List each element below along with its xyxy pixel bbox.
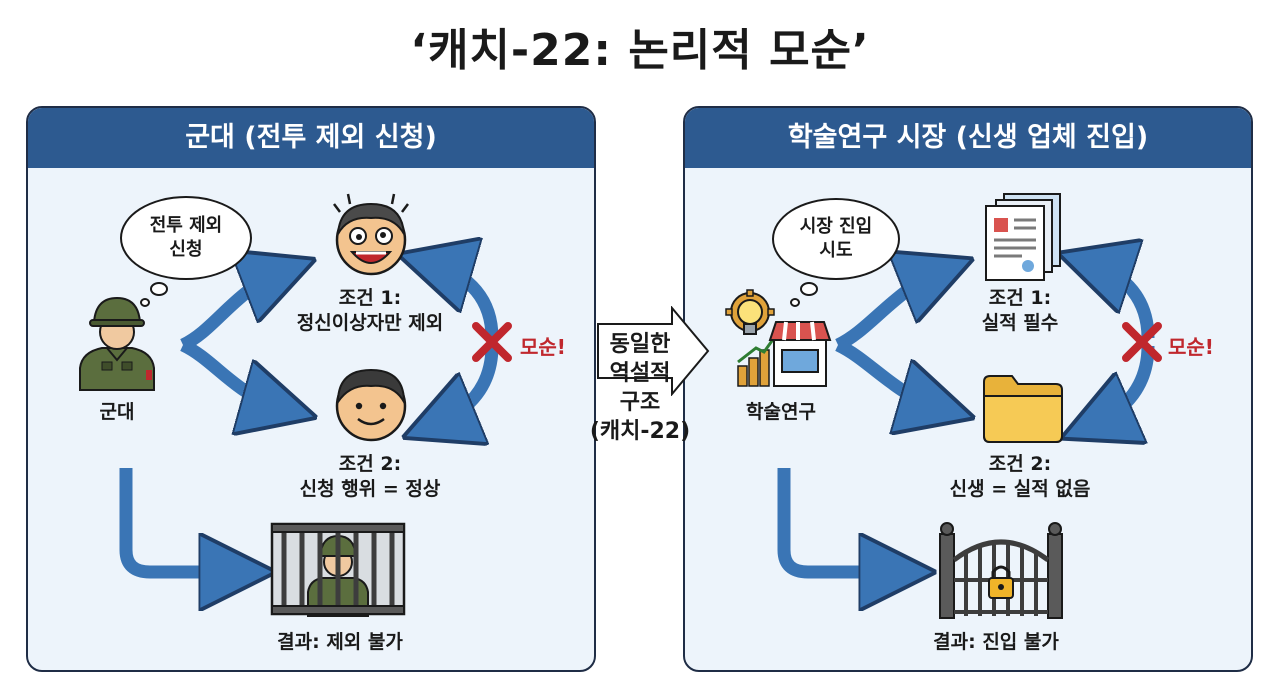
military-condition-1: 조건 1: 정신이상자만 제외 — [296, 287, 444, 334]
loop-arrow-top-left — [432, 264, 499, 339]
research-condition-2: 조건 2: 신생 = 실적 없음 — [949, 453, 1091, 500]
thought-bubble-dot — [800, 282, 818, 296]
military-condition-2: 조건 2: 신청 행위 = 정상 — [299, 453, 441, 500]
result-arrow-left — [119, 468, 240, 572]
research-contradiction-label: 모순! — [1168, 335, 1214, 359]
military-contradiction-label: 모순! — [520, 335, 566, 359]
branch-arrow-up-right — [835, 272, 940, 351]
documents-icon — [985, 193, 1061, 281]
soldier-icon — [79, 296, 155, 391]
page-title: ‘캐치-22: 논리적 모순’ — [410, 25, 870, 76]
locked-gate-icon — [939, 522, 1063, 619]
research-condition-1: 조건 1: 실적 필수 — [981, 287, 1059, 334]
branch-arrow-up-left — [179, 272, 282, 351]
thought-bubble-dot — [150, 282, 168, 296]
military-thought-cloud-icon: 전투 제외 신청 — [120, 196, 252, 280]
branch-arrow-down-left — [180, 339, 282, 408]
research-actor-label: 학술연구 — [746, 401, 816, 423]
research-thought-cloud-icon: 시장 진입 시도 — [772, 198, 900, 280]
jail-icon — [270, 522, 406, 617]
right-arrow-icon — [597, 306, 710, 396]
thought-bubble-dot — [140, 298, 150, 307]
research-result: 결과: 진입 불가 — [933, 631, 1059, 653]
same-paradox-label: 동일한 역설적 구조 (캐치-22) — [589, 332, 691, 444]
loop-arrow-bottom-left — [436, 345, 499, 424]
red-x-icon — [1122, 322, 1162, 362]
folder-icon — [983, 375, 1063, 443]
military-panel-header: 군대 (전투 제외 신청) — [28, 108, 594, 168]
branch-arrow-down-right — [835, 339, 940, 408]
loop-arrow-bottom-right — [1094, 345, 1155, 424]
thought-bubble-dot — [790, 298, 800, 307]
result-arrow-right — [777, 468, 900, 572]
loop-arrow-top-right — [1092, 264, 1155, 339]
military-actor-label: 군대 — [99, 401, 135, 423]
crazy-face-icon — [333, 193, 409, 276]
calm-face-icon — [335, 368, 407, 442]
shop-chart-icon — [737, 321, 832, 387]
military-result: 결과: 제외 불가 — [277, 631, 403, 653]
research-market-panel-header: 학술연구 시장 (신생 업체 진입) — [685, 108, 1251, 168]
red-x-icon — [472, 322, 512, 362]
lightbulb-gear-icon — [725, 289, 775, 335]
